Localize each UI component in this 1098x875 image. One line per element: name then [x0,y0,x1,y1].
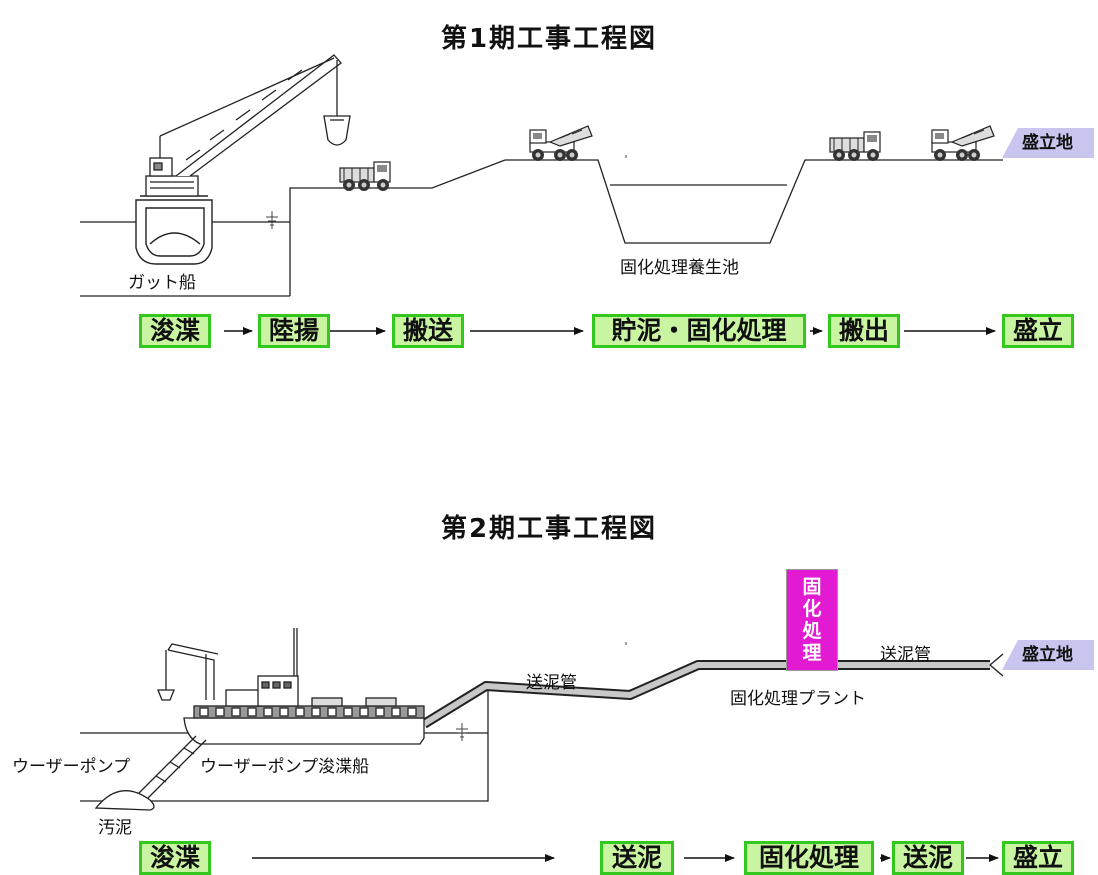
dredger-label: ウーザーポンプ浚渫船 [200,757,370,777]
landfill-tag: 盛立地 [1002,128,1094,158]
sludge-mound-icon [94,790,155,811]
landfill-tag: 盛立地 [1002,640,1094,670]
step-dredge: 浚渫 [139,314,211,348]
pipe-label-right: 送泥管 [880,645,931,665]
step-pump-mud: 送泥 [600,841,674,875]
phase1-title: 第1期工事工程図 [440,24,658,54]
plant-char: 固 [802,576,822,598]
dump-truck-tilt-icon [529,125,593,162]
step-pump-mud: 送泥 [892,841,964,875]
dredger-icon [135,628,425,801]
step-transport: 搬送 [392,314,464,348]
solidification-plant: 固 化 処 理 [786,569,838,671]
plant-char: 理 [802,642,822,664]
barge-icon [135,195,213,265]
water-level-icon [456,723,468,741]
step-storage-solidify: 貯泥・固化処理 [592,314,806,348]
plant-label: 固化処理プラント [730,689,866,709]
step-solidify: 固化処理 [744,841,874,875]
step-embankment: 盛立 [1002,841,1074,875]
step-carry-out: 搬出 [828,314,900,348]
plant-char: 処 [802,620,822,642]
step-embankment: 盛立 [1002,314,1074,348]
plant-char: 化 [802,598,822,620]
sludge-label: 汚泥 [98,818,132,838]
step-dredge: 浚渫 [139,841,211,875]
barge-label: ガット船 [128,273,196,293]
dump-truck-icon [829,131,881,162]
phase1-ground [80,159,1003,297]
phase2-title: 第2期工事工程図 [440,514,658,544]
dump-truck-icon [339,161,391,192]
dump-truck-tilt-icon [931,125,995,162]
step-unload: 陸揚 [258,314,330,348]
crane-icon [145,54,351,197]
pump-label: ウーザーポンプ [12,757,131,777]
water-level-icon [266,211,278,229]
curing-pond-label: 固化処理養生池 [620,258,739,278]
pipe-label-left: 送泥管 [526,673,577,693]
